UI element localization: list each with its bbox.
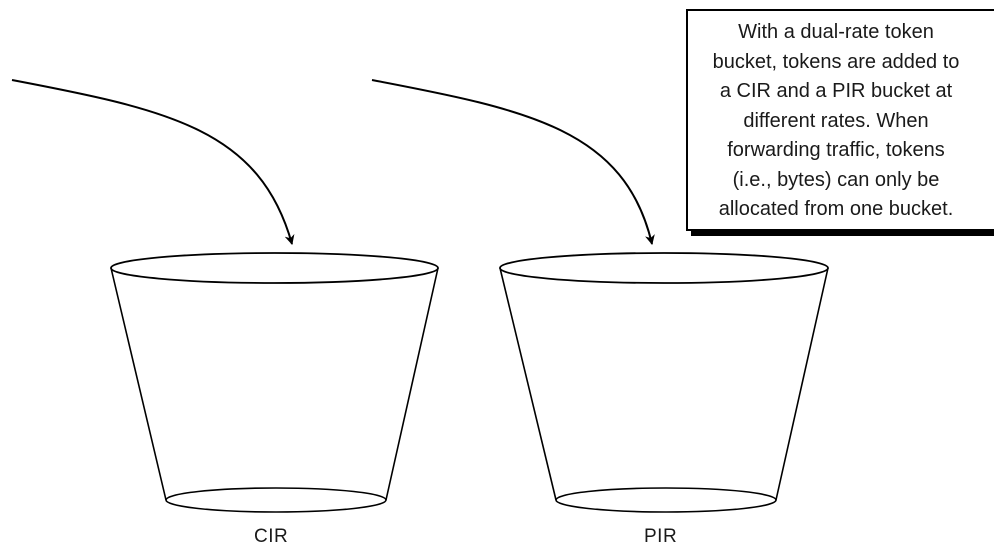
pir-bucket-bottom <box>555 487 777 513</box>
callout-line: a CIR and a PIR bucket at <box>719 80 953 102</box>
callout-line: (i.e., bytes) can only be <box>732 168 940 191</box>
callout-line: allocated from one bucket. <box>718 198 954 220</box>
callout-line: bucket, tokens are added to <box>712 50 960 73</box>
callout-line: forwarding traffic, tokens <box>727 139 945 161</box>
cir-bucket-label: CIR <box>254 526 289 547</box>
cir-bucket-rim <box>110 252 439 284</box>
cir-token-arrow <box>11 79 295 245</box>
pir-bucket-right-side <box>775 267 829 501</box>
pir-bucket-rim <box>499 252 829 284</box>
pir-token-arrow <box>371 79 655 245</box>
cir-bucket-bottom <box>165 487 387 513</box>
cir-bucket-right-side <box>385 267 439 501</box>
cir-bucket-left-side <box>110 267 167 501</box>
explanation-callout: With a dual-rate token bucket, tokens ar… <box>686 9 994 231</box>
pir-bucket-left-side <box>499 267 557 501</box>
cir-bucket <box>110 252 439 513</box>
pir-bucket-label: PIR <box>644 526 678 547</box>
pir-bucket <box>499 252 829 513</box>
callout-line: With a dual-rate token <box>738 21 934 43</box>
callout-line: different rates. When <box>743 109 929 132</box>
callout-text: With a dual-rate token bucket, tokens ar… <box>688 18 984 225</box>
